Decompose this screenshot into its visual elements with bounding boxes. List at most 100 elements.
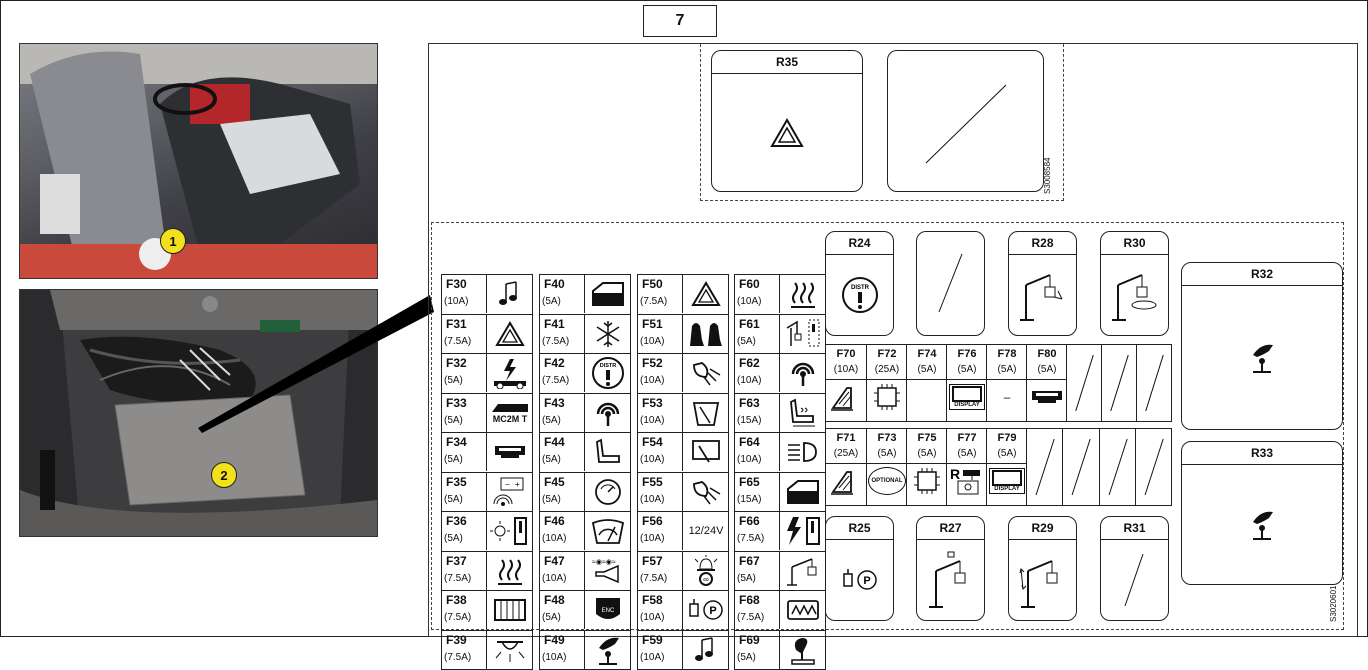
empty-fuse-slot: [1135, 429, 1172, 505]
fuse-rating: (5A): [737, 652, 756, 663]
relay-r31-label: R31: [1101, 517, 1168, 540]
fuse-code: F31: [446, 317, 467, 331]
fuse-rating: (7.5A): [444, 612, 471, 623]
fuse-f35: F35(5A)−+: [441, 472, 533, 512]
hand-control-icon: [1182, 465, 1342, 584]
fuse-rating: (5A): [542, 612, 561, 623]
fuse-f43: F43(5A): [539, 393, 631, 433]
fuse-rating: (7.5A): [444, 336, 471, 347]
ceiling-light-icon: [486, 631, 533, 669]
fuse-rating: (7.5A): [542, 375, 569, 386]
fuse-rating: (5A): [947, 448, 987, 459]
fuse-f71: F71(25A): [826, 429, 866, 505]
empty-fuse-slot: [1062, 429, 1099, 505]
fuse-f41: F41(7.5A): [539, 314, 631, 354]
svg-text:P: P: [863, 575, 870, 587]
fuse-f56: F56(10A)12/24V: [637, 511, 729, 551]
fuse-column-4: F60(10A)F61(5A)F62(10A)F63(15A)F64(10A)F…: [734, 274, 826, 670]
door-icon: [584, 275, 631, 313]
relay-r30: R30: [1100, 231, 1169, 336]
fuse-f39: F39(7.5A): [441, 630, 533, 670]
fuse-rating: (5A): [907, 448, 947, 459]
fuse-code: F72: [867, 348, 907, 360]
grid-separator: [826, 379, 1066, 380]
fuse-code: F61: [739, 317, 760, 331]
optional-icon: OPTIONAL: [867, 465, 907, 497]
fuse-code: F70: [826, 348, 866, 360]
mirror-heat-icon: [826, 381, 866, 413]
display-icon: DISPLAY: [947, 381, 987, 413]
fuse-rating: (5A): [737, 573, 756, 584]
fuse-f32: F32(5A): [441, 353, 533, 393]
relay-r28: R28: [1008, 231, 1077, 336]
fuse-code: F60: [739, 277, 760, 291]
fuse-rating: (5A): [737, 336, 756, 347]
wiper-rear-icon: [682, 433, 729, 471]
hazard-triangle-icon: [712, 74, 862, 191]
fuse-rating: (5A): [1027, 364, 1067, 375]
fuse-rating: (5A): [947, 364, 987, 375]
fuse-rating: (5A): [987, 364, 1027, 375]
relay-r35: R35: [711, 50, 863, 192]
fuse-f46: F46 (10A): [539, 511, 631, 551]
hand-control-icon: [584, 631, 631, 669]
connector-icon: [1027, 381, 1067, 413]
hazard-triangle-icon: [486, 315, 533, 353]
work-light-icon: [682, 354, 729, 392]
fuse-f51: F51(10A): [637, 314, 729, 354]
relay-r29-label: R29: [1009, 517, 1076, 540]
fuse-code: F68: [739, 593, 760, 607]
fuse-f37: F37(7.5A): [441, 551, 533, 591]
light-switch-icon: [486, 512, 533, 550]
mirror-heat-icon: [826, 465, 866, 497]
fuse-code: F73: [867, 432, 907, 444]
fuse-f58: F58(10A)P: [637, 590, 729, 630]
fuse-code: F38: [446, 593, 467, 607]
figure-number: 7: [643, 5, 717, 37]
fuse-f40: F40(5A): [539, 274, 631, 314]
relay-r25-label: R25: [826, 517, 893, 540]
fuse-code: F80: [1027, 348, 1067, 360]
joystick-icon: [779, 631, 826, 669]
snowflake-icon: [584, 315, 631, 353]
fuse-f78: F78(5A)–: [986, 345, 1027, 421]
leader-line: [190, 290, 440, 450]
fuse-rating: (10A): [542, 533, 566, 544]
svg-text:R: R: [950, 466, 960, 482]
fuse-f48: F48(5A)ENC: [539, 590, 631, 630]
fuse-rating: (5A): [444, 415, 463, 426]
fuse-rating: (10A): [640, 336, 664, 347]
fuse-code: F40: [544, 277, 565, 291]
camera-icon: R: [947, 465, 987, 497]
ref-code-top: S3008584: [1043, 158, 1052, 194]
fuse-code: F33: [446, 396, 467, 410]
fuse-f34: F34(5A): [441, 432, 533, 472]
fuse-f69: F69(5A): [734, 630, 826, 670]
fuse-code: F39: [446, 633, 467, 647]
svg-text:−: −: [505, 480, 510, 489]
fuse-code: F46: [544, 514, 565, 528]
antenna-icon: [779, 354, 826, 392]
fuse-f44: F44(5A): [539, 432, 631, 472]
horn-icon: ≈◉≈◉≈: [584, 552, 631, 590]
fuse-rating: (10A): [640, 375, 664, 386]
boom-switch-icon: [779, 315, 826, 353]
fuse-f54: F54(10A): [637, 432, 729, 472]
fuse-code: F53: [642, 396, 663, 410]
fuse-rating: (10A): [737, 454, 761, 465]
cab-photo: 1: [19, 43, 378, 279]
callout-2: 2: [211, 462, 237, 488]
boom-icon: [779, 552, 826, 590]
dash: –: [987, 381, 1027, 413]
fuse-rating: (10A): [640, 454, 664, 465]
fuse-code: F76: [947, 348, 987, 360]
fuse-f53: F53(10A): [637, 393, 729, 433]
empty-slot-icon: [917, 232, 984, 335]
fuse-code: F71: [826, 432, 866, 444]
fuse-rating: (5A): [542, 415, 561, 426]
relay-r29: R29: [1008, 516, 1077, 621]
fuse-f68: F68(7.5A): [734, 590, 826, 630]
boom-lock-icon: [917, 540, 984, 620]
boom-tilt-icon: [1009, 540, 1076, 620]
fuse-f36: F36(5A): [441, 511, 533, 551]
